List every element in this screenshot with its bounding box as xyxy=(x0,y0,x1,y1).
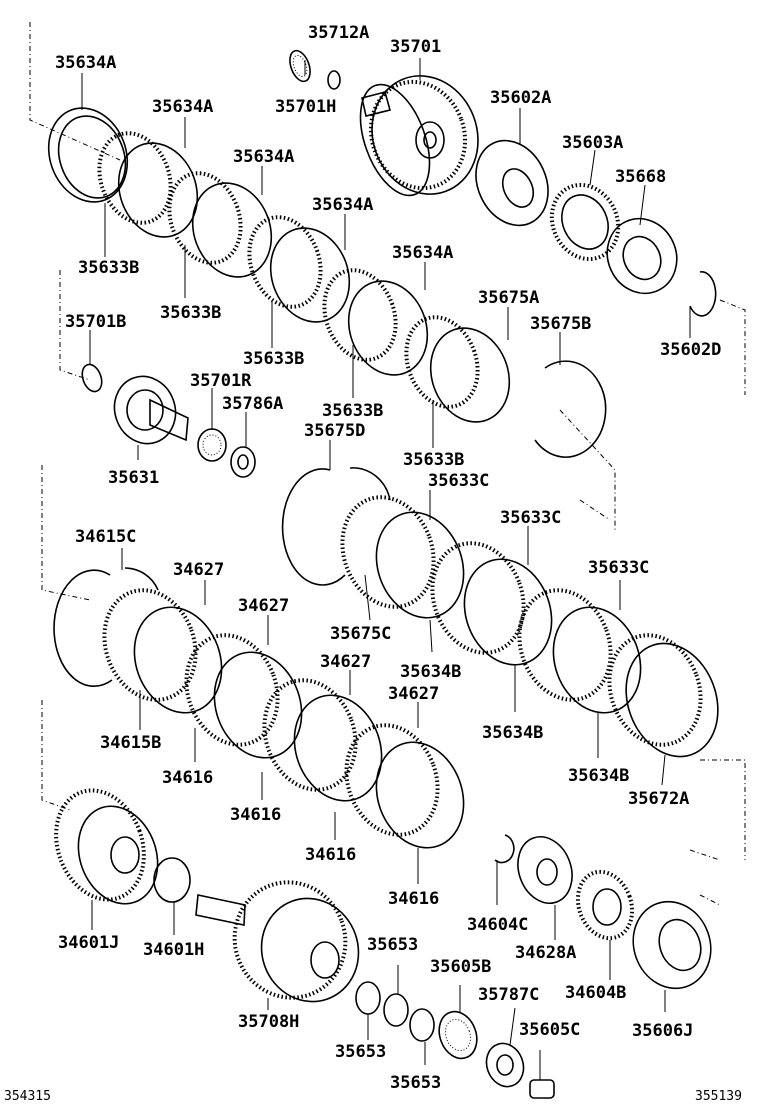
label-34627-3: 34627 xyxy=(320,652,371,672)
planetary-set-right xyxy=(494,834,712,990)
label-34616-1: 34616 xyxy=(162,768,213,788)
hub-35631 xyxy=(81,363,256,478)
label-35672A: 35672A xyxy=(628,789,689,809)
ref-number-right: 355139 xyxy=(695,1089,742,1104)
label-35701B: 35701B xyxy=(65,312,126,332)
label-35634A-3: 35634A xyxy=(233,147,294,167)
bearing-35712A-35701H xyxy=(289,49,341,90)
label-34628A: 34628A xyxy=(515,943,576,963)
label-34615C: 34615C xyxy=(75,527,136,547)
label-35605B: 35605B xyxy=(430,957,491,977)
label-35633B-3: 35633B xyxy=(243,349,304,369)
label-35653-1: 35653 xyxy=(367,935,418,955)
label-35668: 35668 xyxy=(615,167,666,187)
label-34615B: 34615B xyxy=(100,733,161,753)
label-35675D: 35675D xyxy=(304,421,365,441)
label-34604B: 34604B xyxy=(565,983,626,1003)
label-34616-2: 34616 xyxy=(230,805,281,825)
label-35708H: 35708H xyxy=(238,1012,299,1032)
label-35633B-4: 35633B xyxy=(322,401,383,421)
drum-35708H xyxy=(195,880,435,1042)
label-35675C: 35675C xyxy=(330,624,391,644)
label-35675A: 35675A xyxy=(478,288,539,308)
reference-numbers: 354315 355139 xyxy=(4,1089,742,1104)
label-35653-3: 35653 xyxy=(390,1073,441,1093)
label-35634B-3: 35634B xyxy=(568,766,629,786)
label-35633B-1: 35633B xyxy=(78,258,139,278)
leader-lines xyxy=(81,58,691,1080)
label-35786A: 35786A xyxy=(222,394,283,414)
label-34604C: 34604C xyxy=(467,915,528,935)
label-35631: 35631 xyxy=(108,468,159,488)
label-34627-1: 34627 xyxy=(173,560,224,580)
label-35701H: 35701H xyxy=(275,97,336,117)
label-35634A-4: 35634A xyxy=(312,195,373,215)
label-35634A-1: 35634A xyxy=(55,53,116,73)
label-35634B-2: 35634B xyxy=(482,723,543,743)
label-34601J: 34601J xyxy=(58,933,119,953)
label-35633C-1: 35633C xyxy=(428,471,489,491)
label-35602D: 35602D xyxy=(660,340,721,360)
label-34627-4: 34627 xyxy=(388,684,439,704)
label-35701: 35701 xyxy=(390,37,441,57)
label-35653-2: 35653 xyxy=(335,1042,386,1062)
clutch-pack-upper xyxy=(47,107,607,458)
clutch-pack-lower xyxy=(53,567,465,849)
label-35633C-3: 35633C xyxy=(588,558,649,578)
label-34616-4: 34616 xyxy=(388,889,439,909)
label-35602A: 35602A xyxy=(490,88,551,108)
drum-35701 xyxy=(359,75,479,197)
clutch-pack-middle xyxy=(281,467,719,758)
label-35634A-5: 35634A xyxy=(392,243,453,263)
label-35633B-5: 35633B xyxy=(403,450,464,470)
label-35675B: 35675B xyxy=(530,314,591,334)
frame-lines xyxy=(29,22,746,906)
label-34616-3: 34616 xyxy=(305,845,356,865)
label-35701R: 35701R xyxy=(190,371,252,391)
label-35634A-2: 35634A xyxy=(152,97,213,117)
label-34627-2: 34627 xyxy=(238,596,289,616)
label-35605C: 35605C xyxy=(519,1020,580,1040)
label-35787C: 35787C xyxy=(478,985,539,1005)
ref-number-left: 354315 xyxy=(4,1089,51,1104)
label-35634B-1: 35634B xyxy=(400,662,461,682)
label-35606J: 35606J xyxy=(632,1021,693,1041)
drum-34601J xyxy=(54,788,191,905)
label-35712A: 35712A xyxy=(308,23,369,43)
part-labels: 35634A 35634A 35634A 35634A 35634A 35712… xyxy=(55,23,721,1093)
label-34601H: 34601H xyxy=(143,940,204,960)
label-35633B-2: 35633B xyxy=(160,303,221,323)
bearings-bottom xyxy=(438,1010,555,1099)
label-35603A: 35603A xyxy=(562,133,623,153)
label-35633C-2: 35633C xyxy=(500,508,561,528)
